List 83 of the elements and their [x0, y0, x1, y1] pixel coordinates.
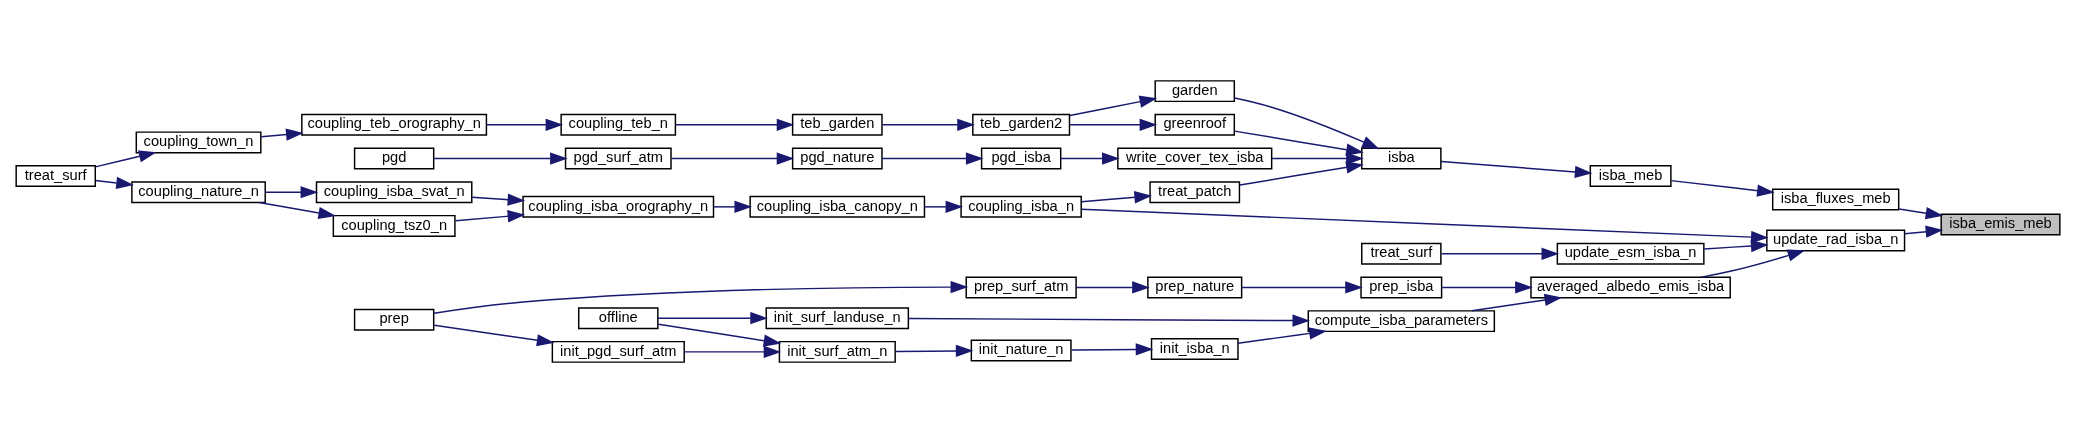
- node-box: isba_emis_meb: [1940, 213, 2061, 236]
- arrow: [1080, 208, 1769, 244]
- arrow: [1237, 327, 1327, 344]
- node-box: init_isba_n: [1150, 337, 1239, 360]
- node-box: prep_isba: [1360, 276, 1443, 299]
- node-box: greenroof: [1154, 113, 1236, 136]
- node-box: treat_surf: [1361, 242, 1442, 265]
- arrow: [433, 152, 568, 165]
- node-box: isba: [1361, 147, 1442, 170]
- node-box: treat_patch: [1149, 181, 1241, 204]
- arrow: [1233, 130, 1364, 156]
- node-box: init_nature_n: [970, 339, 1072, 362]
- arrow: [881, 118, 975, 131]
- node-box: averaged_albedo_emis_isba: [1530, 276, 1731, 299]
- arrow: [485, 118, 564, 131]
- node-box: init_surf_landuse_n: [765, 307, 910, 330]
- arrow: [924, 200, 964, 213]
- arrow: [1241, 281, 1363, 294]
- node-box: prep_surf_atm: [965, 276, 1077, 299]
- arrow: [713, 200, 753, 213]
- node-box: teb_garden: [791, 113, 883, 136]
- node-box: offline: [578, 307, 659, 330]
- node-box: coupling_teb_orography_n: [301, 113, 488, 136]
- node-box: coupling_teb_n: [560, 113, 677, 136]
- node-box: write_cover_tex_isba: [1117, 147, 1273, 170]
- arrow: [94, 150, 157, 168]
- node-box: teb_garden2: [972, 113, 1071, 136]
- arrow: [433, 324, 555, 347]
- node-box: pgd: [353, 147, 435, 170]
- node-box: update_rad_isba_n: [1766, 229, 1906, 252]
- node-box: update_esm_isba_n: [1556, 242, 1705, 265]
- node-box: coupling_town_n: [135, 131, 262, 154]
- node-box: init_surf_atm_n: [778, 340, 896, 363]
- arrow: [1233, 97, 1380, 150]
- arrow: [1080, 191, 1152, 204]
- node-box: isba_fluxes_meb: [1771, 188, 1900, 211]
- arrow: [1703, 239, 1769, 253]
- arrow: [94, 176, 134, 190]
- node-box: coupling_nature_n: [131, 181, 266, 204]
- arrow: [1903, 225, 1944, 238]
- node-box: coupling_isba_canopy_n: [749, 195, 926, 218]
- arrow: [1060, 152, 1120, 165]
- node-box: isba_meb: [1589, 165, 1672, 188]
- arrow: [675, 118, 795, 131]
- arrow: [1471, 293, 1563, 312]
- arrow: [1898, 207, 1944, 220]
- arrow: [1075, 281, 1150, 294]
- node-box: coupling_isba_orography_n: [522, 195, 715, 218]
- arrow: [264, 186, 319, 199]
- node-box: prep_nature: [1147, 276, 1243, 299]
- arrow: [683, 345, 782, 359]
- arrow: [881, 152, 984, 165]
- arrow: [1239, 161, 1364, 186]
- node-box: pgd_isba: [980, 147, 1062, 170]
- arrow: [1670, 179, 1775, 197]
- arrow: [657, 323, 782, 347]
- arrow: [454, 210, 526, 223]
- arrow: [1700, 249, 1806, 278]
- arrow: [433, 280, 969, 314]
- arrow: [1440, 160, 1593, 178]
- arrow: [260, 128, 304, 141]
- node-box: compute_isba_parameters: [1307, 310, 1496, 333]
- node-box: garden: [1154, 80, 1236, 103]
- arrow: [1070, 343, 1154, 356]
- arrow: [1441, 281, 1533, 294]
- node-box: pgd_nature: [791, 147, 883, 170]
- arrow: [1271, 152, 1364, 165]
- node-box: coupling_tsz0_n: [332, 214, 456, 237]
- node-box: prep: [353, 308, 435, 331]
- arrow: [1069, 118, 1158, 131]
- arrow: [657, 312, 768, 325]
- arrow: [1440, 247, 1560, 260]
- node-box: coupling_isba_svat_n: [315, 181, 473, 204]
- arrow: [907, 314, 1311, 327]
- arrow: [471, 193, 526, 206]
- arrow: [1069, 95, 1158, 117]
- node-box: pgd_surf_atm: [564, 147, 672, 170]
- node-box: init_pgd_surf_atm: [551, 340, 685, 363]
- node-box: coupling_isba_n: [960, 195, 1082, 218]
- arrow: [258, 201, 336, 220]
- arrow: [895, 344, 974, 358]
- node-box: treat_surf: [15, 165, 96, 188]
- arrow: [670, 152, 795, 165]
